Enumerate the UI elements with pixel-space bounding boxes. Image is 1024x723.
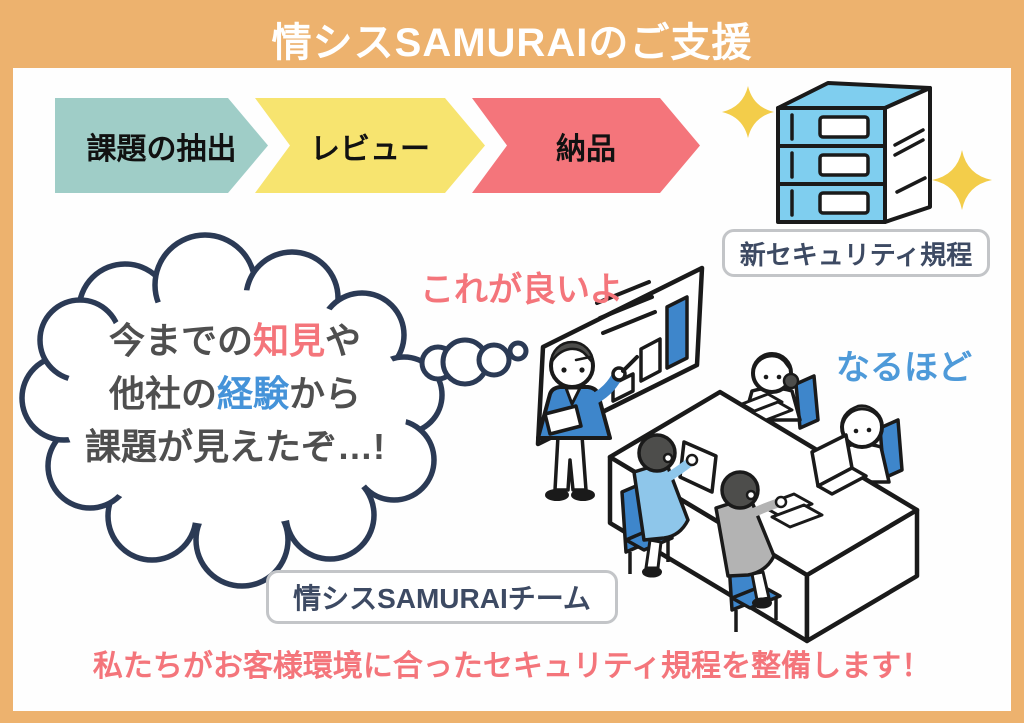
page-title: 情シスSAMURAIのご支援: [271, 21, 753, 65]
process-step-extract: 課題の抽出: [55, 98, 268, 193]
slogan-text: 私たちがお客様環境に合ったセキュリティ規程を整備します！: [92, 650, 932, 683]
process-step-review: レビュー: [255, 98, 485, 193]
team-label: 情シスSAMURAIチーム: [266, 570, 618, 624]
audience-callout: なるほど: [836, 349, 972, 387]
thought-line-3: 課題が見えたぞ…!: [85, 426, 385, 467]
presenter-callout: これが良いよ: [420, 271, 624, 309]
process-step-label: 納品: [556, 132, 616, 166]
thought-line-1: 今までの知見や: [108, 320, 362, 361]
process-step-label: 課題の抽出: [86, 132, 237, 166]
thought-bubble-text: 今までの知見や 他社の経験から 課題が見えたぞ…!: [55, 314, 415, 473]
process-step-label: レビュー: [310, 132, 430, 166]
new-regulation-label: 新セキュリティ規程: [722, 229, 990, 277]
process-flow: 課題の抽出 レビュー 納品: [55, 98, 700, 193]
process-step-delivery: 納品: [472, 98, 700, 193]
thought-line-2: 他社の経験から: [108, 373, 362, 414]
